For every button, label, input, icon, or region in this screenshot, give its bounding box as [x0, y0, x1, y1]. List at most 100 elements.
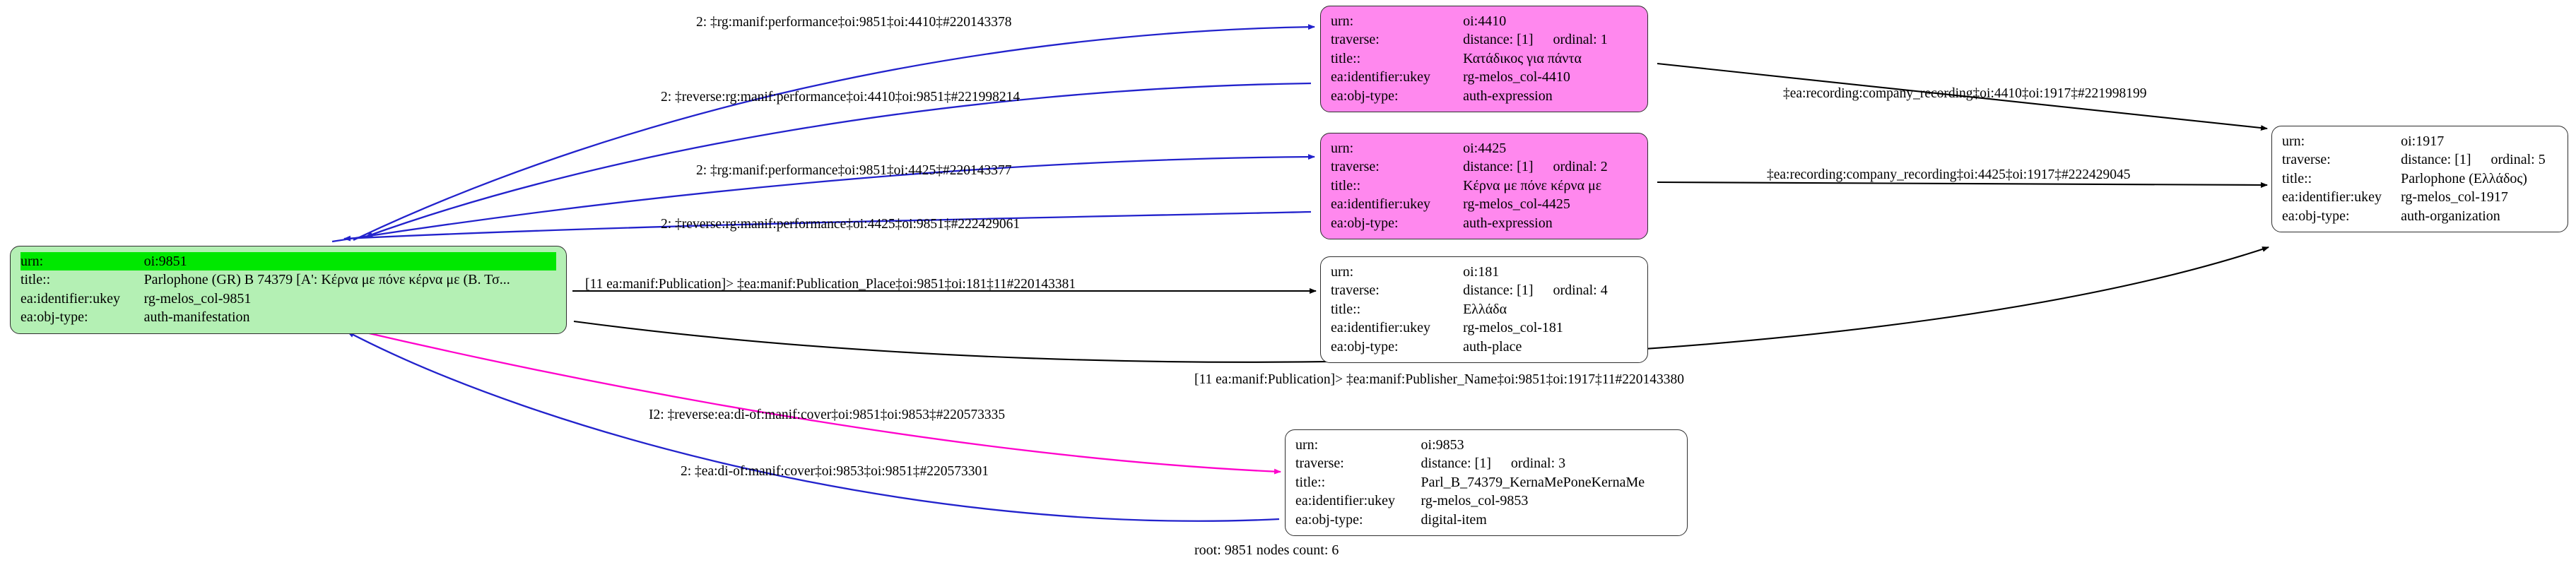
traverse-distance: distance: [1] [1463, 32, 1534, 48]
field-value-urn: oi:181 [1463, 264, 1500, 280]
traverse-distance: distance: [1] [1463, 282, 1534, 299]
node-row-urn: urn: oi:181 [1331, 263, 1637, 281]
field-label-urn: urn: [20, 252, 144, 271]
field-label-urn: urn: [1331, 264, 1354, 280]
traverse-ordinal: ordinal: 3 [1510, 456, 1566, 472]
node-row-traverse: traverse: distance: [1]ordinal: 3 [1295, 454, 1677, 472]
node-row-ukey: ea:identifier:ukey rg-melos_col-4410 [1331, 68, 1637, 86]
node-oi-4410[interactable]: urn: oi:4410 traverse: distance: [1] ordi… [1320, 6, 1648, 112]
field-value-urn: oi:9851 [143, 252, 556, 271]
field-value-ukey: rg-melos_col-9851 [143, 290, 252, 307]
field-value-traverse: distance: [1] ordinal: 1 [1463, 30, 1637, 49]
node-row-objtype: ea:obj-type: digital-item [1295, 511, 1677, 529]
node-row-traverse: traverse: distance: [1] ordinal: 4 [1331, 281, 1637, 299]
field-value-ukey: rg-melos_col-181 [1463, 320, 1563, 336]
field-label-ukey: ea:identifier:ukey [20, 290, 121, 307]
graph-caption: root: 9851 nodes count: 6 [1194, 542, 1339, 558]
traverse-ordinal: ordinal: 5 [2490, 152, 2546, 168]
field-value-objtype: auth-manifestation [143, 309, 250, 326]
field-value-title: Parlophone (Ελλάδος) [2401, 170, 2527, 186]
field-value-objtype: auth-organization [2401, 208, 2500, 224]
node-row-title: title:: Parlophone (GR) B 74379 [A': Κέρ… [20, 270, 556, 289]
edge-label-e3: 2: ‡rg:manif:performance‡oi:9851‡oi:4425… [696, 163, 1012, 178]
field-value-ukey: rg-melos_col-4425 [1463, 196, 1570, 213]
edge-label-e6: [11 ea:manif:Publication]> ‡ea:manif:Pub… [1194, 372, 1685, 387]
node-oi-181[interactable]: urn: oi:181 traverse: distance: [1] ordin… [1320, 256, 1648, 363]
node-row-ukey: ea:identifier:ukey rg-melos_col-9853 [1295, 492, 1677, 510]
edge-label-e1: 2: ‡rg:manif:performance‡oi:9851‡oi:4410… [696, 15, 1012, 30]
field-value-ukey: rg-melos_col-9853 [1421, 493, 1529, 509]
field-label-title: title:: [2282, 170, 2312, 186]
field-label-title: title:: [1331, 301, 1361, 317]
node-row-objtype: ea:obj-type: auth-expression [1331, 214, 1637, 232]
node-row-title: title:: Parl_B_74379_KernaMePoneKernaMe [1295, 473, 1677, 492]
field-label-ukey: ea:identifier:ukey [2282, 189, 2382, 206]
field-label-urn: urn: [1331, 141, 1354, 156]
edge-label-e10: 2: ‡ea:di-of:manif:cover‡oi:9853‡oi:9851… [681, 464, 989, 479]
node-oi-9851[interactable]: urn: oi:9851 title:: Parlophone (GR) B 7… [10, 246, 567, 334]
field-value-traverse: distance: [1] ordinal: 3 [1421, 454, 1677, 472]
field-label-objtype: ea:obj-type: [1331, 215, 1399, 231]
field-value-title: Parl_B_74379_KernaMePoneKernaMe [1421, 474, 1645, 490]
node-oi-1917[interactable]: urn: oi:1917 traverse: distance: [1] ordi… [2271, 126, 2568, 232]
field-value-urn: oi:1917 [2401, 133, 2445, 149]
edge-label-e7: ‡ea:recording:company_recording‡oi:4410‡… [1783, 86, 2147, 101]
field-label-traverse: traverse: [1331, 32, 1380, 48]
edge-path-e9 [356, 329, 1281, 475]
field-label-ukey: ea:identifier:ukey [1295, 493, 1396, 509]
node-oi-4425[interactable]: urn: oi:4425 traverse: distance: [1] ordi… [1320, 133, 1648, 239]
node-row-ukey: ea:identifier:ukey rg-melos_col-4425 [1331, 195, 1637, 213]
edge-label-e9: I2: ‡reverse:ea:di-of:manif:cover‡oi:985… [649, 408, 1006, 422]
traverse-ordinal: ordinal: 4 [1553, 282, 1608, 299]
edge-path-e2 [365, 82, 1312, 238]
field-label-objtype: ea:obj-type: [1331, 338, 1399, 355]
node-row-traverse: traverse: distance: [1] ordinal: 5 [2282, 150, 2558, 169]
field-label-objtype: ea:obj-type: [1295, 511, 1363, 528]
node-row-ukey: ea:identifier:ukey rg-melos_col-181 [1331, 319, 1637, 337]
node-row-title: title:: Parlophone (Ελλάδος) [2282, 170, 2558, 188]
node-row-title: title:: Κατάδικος για πάντα [1331, 49, 1637, 68]
edge-label-e8: ‡ea:recording:company_recording‡oi:4425‡… [1767, 167, 2131, 182]
field-value-objtype: auth-expression [1463, 215, 1553, 231]
field-value-traverse: distance: [1] ordinal: 5 [2401, 150, 2558, 169]
field-label-urn: urn: [1295, 437, 1319, 453]
field-value-title: Parlophone (GR) B 74379 [A': Κέρνα με πό… [143, 272, 510, 288]
field-label-objtype: ea:obj-type: [1331, 88, 1399, 104]
traverse-ordinal: ordinal: 1 [1553, 32, 1608, 48]
node-oi-9853[interactable]: urn: oi:9853 traverse: distance: [1]ordi… [1285, 429, 1688, 536]
traverse-ordinal: ordinal: 2 [1553, 159, 1608, 175]
field-value-urn: oi:4410 [1463, 13, 1507, 29]
field-value-objtype: auth-place [1463, 338, 1522, 355]
field-value-objtype: digital-item [1421, 511, 1487, 528]
node-row-urn: urn: oi:1917 [2282, 132, 2558, 150]
node-row-objtype: ea:obj-type: auth-expression [1331, 87, 1637, 105]
field-value-traverse: distance: [1] ordinal: 2 [1463, 157, 1637, 176]
traverse-distance: distance: [1] [2401, 152, 2471, 168]
node-row-traverse: traverse: distance: [1] ordinal: 2 [1331, 157, 1637, 176]
field-value-title: Κατάδικος για πάντα [1463, 50, 1582, 66]
node-row-urn: urn: oi:4425 [1331, 139, 1637, 157]
field-label-traverse: traverse: [1331, 282, 1380, 299]
field-label-title: title:: [1331, 50, 1361, 66]
field-value-title: Ελλάδα [1463, 301, 1507, 317]
node-row-traverse: traverse: distance: [1] ordinal: 1 [1331, 30, 1637, 49]
field-label-objtype: ea:obj-type: [2282, 208, 2350, 224]
node-row-objtype: ea:obj-type: auth-place [1331, 338, 1637, 356]
field-value-urn: oi:9853 [1421, 437, 1464, 453]
node-row-objtype: ea:obj-type: auth-organization [2282, 207, 2558, 225]
field-label-urn: urn: [2282, 133, 2305, 149]
traverse-distance: distance: [1] [1421, 456, 1491, 472]
node-row-urn: urn: oi:4410 [1331, 12, 1637, 30]
field-label-traverse: traverse: [1331, 159, 1380, 175]
field-label-title: title:: [1331, 177, 1361, 194]
traverse-distance: distance: [1] [1463, 159, 1534, 175]
edge-path-e1 [353, 24, 1315, 242]
edge-label-e2: 2: ‡reverse:rg:manif:performance‡oi:4410… [661, 90, 1021, 105]
edge-path-e10 [347, 331, 1280, 522]
field-label-ukey: ea:identifier:ukey [1331, 69, 1431, 85]
field-value-title: Κέρνα με πόνε κέρνα με [1463, 177, 1602, 194]
field-value-objtype: auth-expression [1463, 88, 1553, 104]
field-label-traverse: traverse: [2282, 152, 2331, 168]
edge-label-e5: [11 ea:manif:Publication]> ‡ea:manif:Pub… [585, 277, 1076, 292]
